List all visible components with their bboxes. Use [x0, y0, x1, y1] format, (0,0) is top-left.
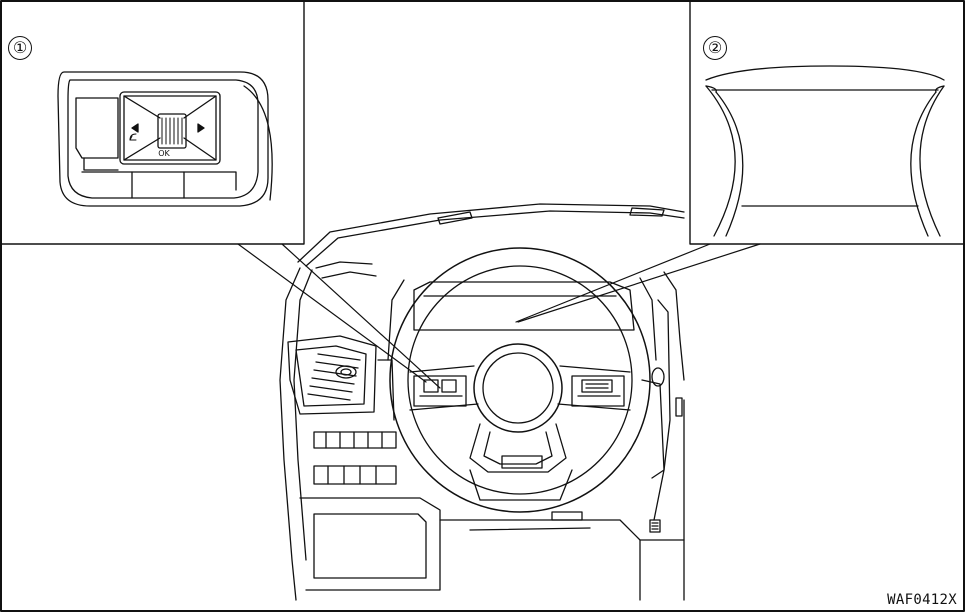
callout-number-1: ①: [8, 36, 32, 60]
callout-number-2: ②: [703, 36, 727, 60]
steering-wheel: [389, 247, 651, 513]
leader-lines: [237, 243, 761, 389]
inset-meter-display: [689, 1, 965, 245]
figure-code: WAF0412X: [887, 592, 957, 608]
meter-cluster: [413, 281, 635, 331]
ok-label: OK: [158, 149, 170, 158]
inset-steering-switch: [1, 1, 305, 245]
dashboard-drawing: [279, 203, 685, 601]
